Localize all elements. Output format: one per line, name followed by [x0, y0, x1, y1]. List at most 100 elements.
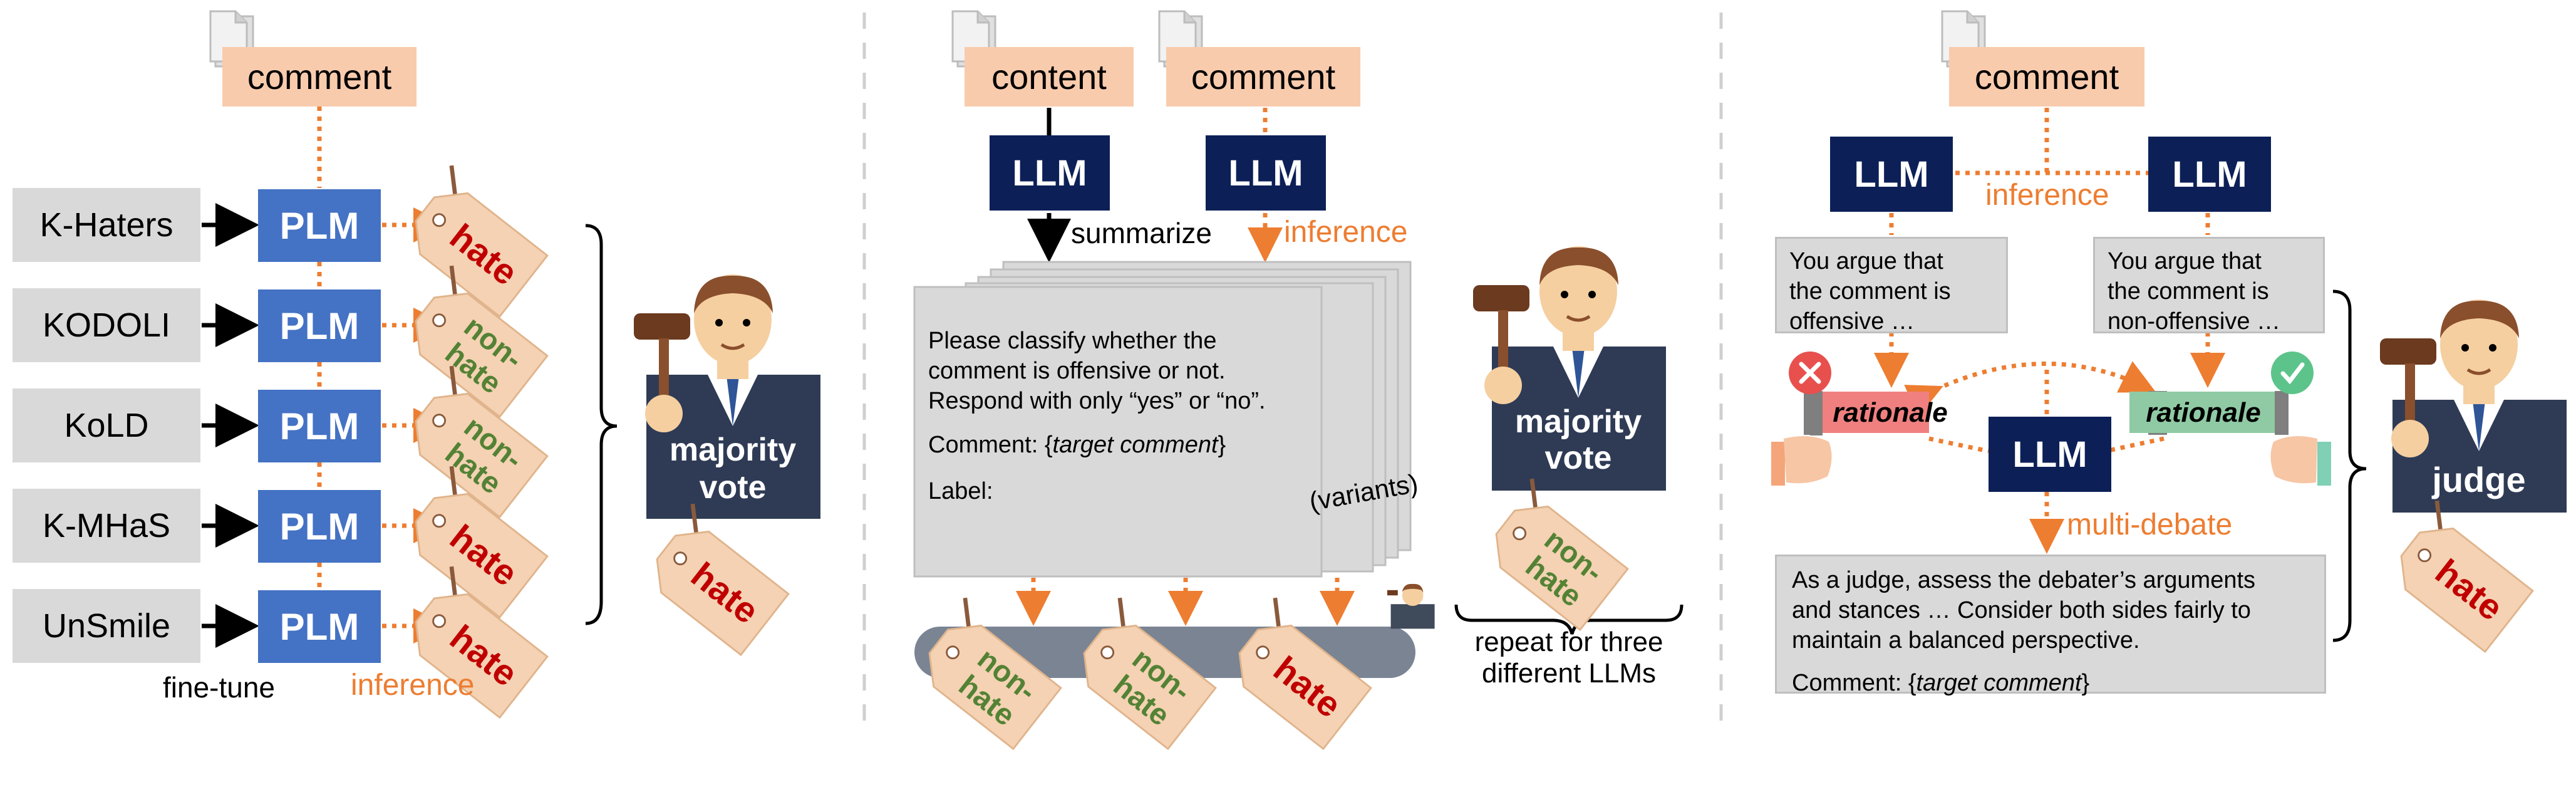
comment-label: comment — [1974, 57, 2119, 96]
judge-prompt-line: maintain a balanced perspective. — [1792, 627, 2140, 654]
tags-layer: hatenon-hatenon-hatehatehatehatenon-hate… — [415, 165, 2534, 751]
comment-label: comment — [247, 57, 392, 96]
prompt-card-stack — [913, 261, 1412, 578]
summarize-label: summarize — [1071, 217, 1212, 249]
judge-label-line1: majority — [670, 432, 796, 468]
prompt-card-text: Please classify whether the comment is o… — [928, 326, 1304, 506]
dataset-k-haters: K-Haters — [13, 188, 200, 262]
argue-line: non-offensive … — [2108, 308, 2281, 335]
plm-label: PLM — [279, 305, 360, 347]
multi-debate-label: multi-debate — [2067, 508, 2233, 541]
content-box: content — [965, 47, 1134, 107]
llm-box: LLM — [2148, 137, 2271, 212]
panel1-arrows — [202, 203, 448, 648]
comment-box: comment — [222, 47, 416, 107]
llm-label: LLM — [2012, 434, 2087, 475]
dataset-label: KoLD — [64, 407, 149, 444]
llm-label: LLM — [1854, 154, 1929, 195]
prompt-comment-var: target comment — [1052, 432, 1218, 458]
llm-box: LLM — [990, 135, 1110, 211]
repeat-line: repeat for three — [1474, 627, 1663, 657]
brace-panel3 — [2332, 289, 2367, 642]
prompt-comment-prefix: Comment: { — [928, 432, 1053, 458]
repeat-note: repeat for three different LLMs — [1444, 627, 1694, 689]
prompt-label-line: Label: — [928, 478, 993, 504]
judge-prompt-box: As a judge, assess the debater’s argumen… — [1775, 555, 2326, 696]
judge-icon — [1492, 246, 1666, 491]
plm-box: PLM — [258, 289, 381, 362]
judge-prompt-comment-suffix: } — [2081, 670, 2090, 696]
prompt-comment-line: Comment: {target comment} — [928, 430, 1304, 460]
label-tag: hate — [2400, 500, 2534, 654]
inference-label: inference — [351, 669, 475, 702]
judge-icon — [1387, 583, 1435, 629]
plm-label: PLM — [279, 204, 360, 247]
argue-line: You argue that — [1789, 248, 1943, 274]
dataset-label: K-MHaS — [42, 507, 171, 545]
dataset-label: K-Haters — [39, 206, 173, 244]
judge-prompt-line: As a judge, assess the debater’s argumen… — [1792, 567, 2256, 593]
judge-prompt-comment-prefix: Comment: { — [1792, 670, 1916, 696]
judge-prompt-comment-var: target comment — [1916, 670, 2082, 696]
judge-label-line2: vote — [700, 469, 767, 506]
argue-offensive-box: You argue that the comment is offensive … — [1775, 237, 2008, 335]
argue-nonoffensive-box: You argue that the comment is non-offens… — [2093, 237, 2325, 335]
argue-line: the comment is — [1789, 278, 1951, 305]
llm-judge-box: LLM — [1989, 417, 2111, 492]
rationale-left-label: rationale — [1833, 397, 1947, 428]
llm-label: LLM — [1012, 152, 1087, 194]
argue-line: You argue that — [2108, 248, 2262, 274]
inference-label: inference — [1284, 216, 1408, 249]
llm-box: LLM — [1830, 137, 1953, 212]
gavel-icon — [2380, 338, 2436, 457]
brace-panel1 — [585, 224, 618, 625]
plm-box: PLM — [258, 590, 381, 663]
plm-label: PLM — [279, 605, 360, 648]
gavel-icon — [634, 313, 690, 432]
dataset-label: UnSmile — [42, 607, 171, 645]
rationale-right — [2129, 391, 2289, 435]
comment-label: comment — [1191, 57, 1336, 96]
judge-icon — [2392, 300, 2567, 513]
brace-panel2 — [1454, 604, 1684, 635]
judge-label-line1: majority — [1515, 404, 1642, 440]
label-tag: non-hate — [1083, 597, 1217, 751]
judge-prompt-comment-line: Comment: {target comment} — [1792, 668, 2309, 698]
gavel-icon — [1473, 285, 1529, 404]
llm-box: LLM — [1206, 135, 1326, 211]
label-tag: hate — [415, 165, 549, 318]
rationale-right-label: rationale — [2146, 397, 2260, 428]
label-tag: hate — [656, 503, 790, 657]
dataset-unsmile: UnSmile — [13, 589, 200, 663]
prompt-line: Respond with only “yes” or “no”. — [928, 388, 1266, 414]
comment-box: comment — [1166, 47, 1360, 107]
judge-label-line2: vote — [1545, 440, 1612, 476]
label-tag: hate — [415, 566, 549, 719]
repeat-line: different LLMs — [1481, 658, 1656, 689]
finetune-label: fine-tune — [163, 671, 276, 704]
dataset-kold: KoLD — [13, 388, 200, 462]
label-tag: hate — [1238, 597, 1372, 751]
judge-label: judge — [2431, 460, 2525, 499]
thumbs-up-hand-icon — [2270, 436, 2331, 486]
dataset-kodoli: KODOLI — [13, 288, 200, 362]
plm-box: PLM — [258, 189, 381, 262]
check-circle-icon — [2271, 352, 2314, 394]
content-label: content — [991, 57, 1107, 96]
x-circle-icon — [1789, 352, 1831, 394]
plm-label: PLM — [279, 405, 360, 447]
plm-box: PLM — [258, 490, 381, 563]
dataset-label: KODOLI — [42, 306, 171, 344]
label-tag: non-hate — [1495, 478, 1629, 632]
argue-line: offensive … — [1789, 308, 1915, 335]
prompt-comment-suffix: } — [1218, 432, 1226, 458]
plm-label: PLM — [279, 505, 360, 548]
comment-box: comment — [1949, 47, 2144, 107]
plm-box: PLM — [258, 390, 381, 462]
judge-prompt-line: and stances … Consider both sides fairly… — [1792, 597, 2251, 623]
llm-label: LLM — [2172, 154, 2247, 195]
prompt-line: comment is offensive or not. — [928, 358, 1226, 384]
argue-line: the comment is — [2108, 278, 2269, 305]
dataset-k-mhas: K-MHaS — [13, 489, 200, 563]
